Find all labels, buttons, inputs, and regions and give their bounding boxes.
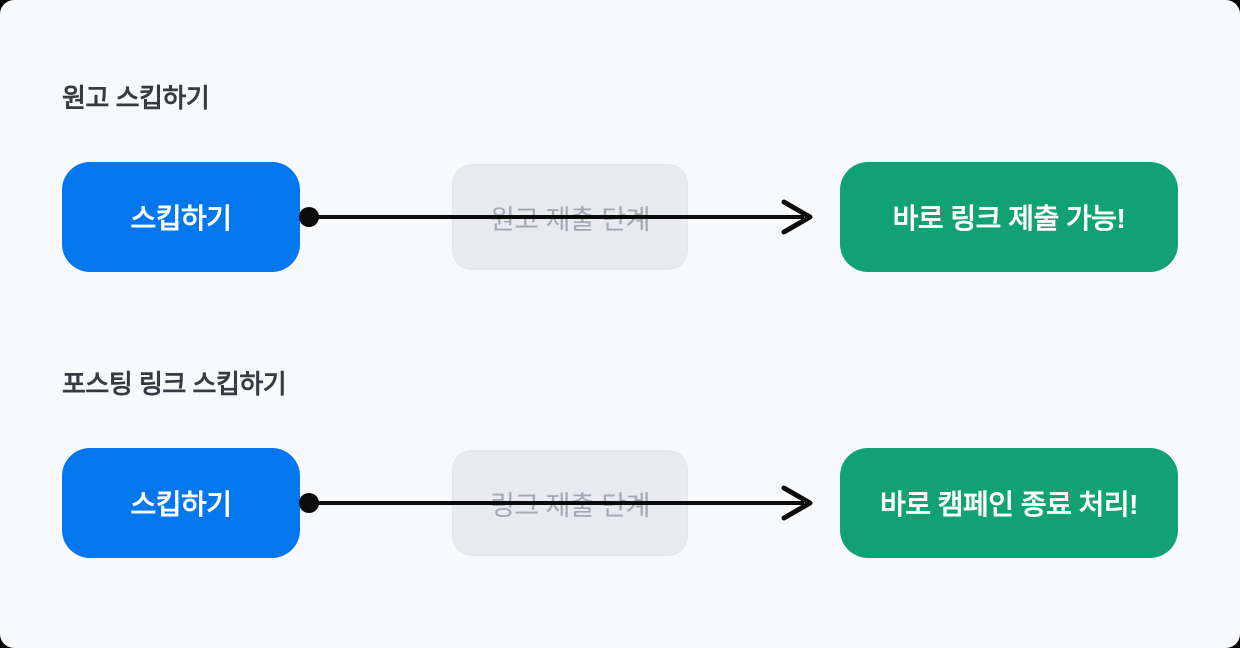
flow-row-manuscript-skip: 원고 스킵하기 스킵하기 원고 제출 단계 바로 링크 제출 가능!	[0, 84, 1240, 272]
section-heading-manuscript-skip: 원고 스킵하기	[62, 83, 210, 113]
arrow-head-icon	[781, 199, 813, 235]
skip-arrow-strikethrough	[299, 485, 813, 521]
arrow-head-icon	[781, 485, 813, 521]
skip-arrow-strikethrough	[299, 199, 813, 235]
flow-row-posting-link-skip: 포스팅 링크 스킵하기 스킵하기 링크 제출 단계 바로 캠페인 종료 처리!	[0, 370, 1240, 558]
result-box-link-submit-available: 바로 링크 제출 가능!	[840, 162, 1178, 272]
skip-button[interactable]: 스킵하기	[62, 448, 300, 558]
skip-button[interactable]: 스킵하기	[62, 162, 300, 272]
result-box-campaign-end: 바로 캠페인 종료 처리!	[840, 448, 1178, 558]
section-heading-posting-link-skip: 포스팅 링크 스킵하기	[62, 369, 287, 399]
